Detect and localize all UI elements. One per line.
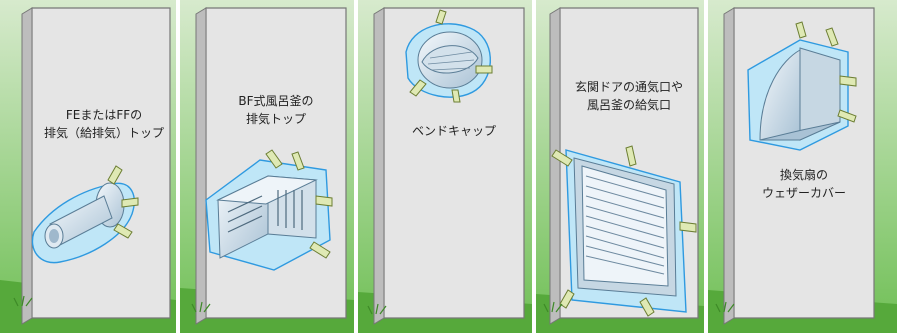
panel-label-door: 玄関ドアの通気口や 風呂釜の給気口: [560, 78, 698, 114]
door-vent-fixture: [551, 145, 697, 317]
grass-tufts: [13, 295, 735, 315]
panel-label-bf: BF式風呂釜の 排気トップ: [206, 92, 346, 128]
label-line: 換気扇の: [779, 168, 828, 182]
label-line: 排気トップ: [245, 112, 306, 126]
panel-label-fe-ff: FEまたはFFの 排気（給排気）トップ: [40, 106, 168, 142]
label-line: BF式風呂釜の: [238, 94, 314, 108]
label-line: 排気（給排気）トップ: [43, 126, 164, 140]
label-line: 玄関ドアの通気口や: [574, 80, 683, 94]
panel-bend: [358, 0, 532, 333]
fe-ff-exhaust-top-fixture: [31, 165, 139, 264]
panel-fe-ff: [0, 0, 176, 333]
bend-cap-fixture: [405, 9, 493, 103]
panel-label-bend: ベンドキャップ: [384, 122, 524, 140]
label-line: ウェザーカバー: [761, 186, 846, 200]
panel-label-fan: 換気扇の ウェザーカバー: [734, 166, 874, 202]
bf-exhaust-top-fixture: [205, 149, 333, 271]
panel-fan: [708, 0, 897, 333]
panel-door: [536, 0, 704, 333]
label-line: 風呂釜の給気口: [586, 98, 671, 112]
wall: [31, 7, 171, 319]
label-line: ベンドキャップ: [411, 124, 496, 138]
label-line: FEまたはFFの: [65, 108, 143, 122]
panel-bf: [180, 0, 354, 333]
weather-cover-fixture: [747, 21, 857, 151]
